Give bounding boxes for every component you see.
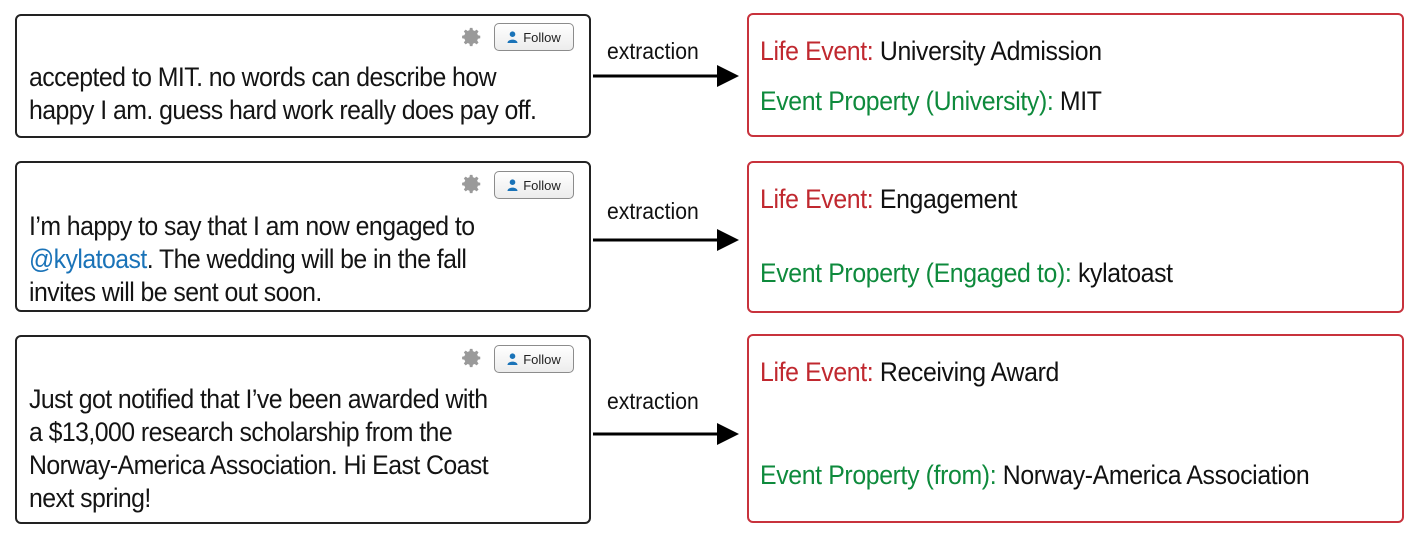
tweet-card-1: Follow accepted to MIT. no words can des… — [15, 14, 591, 138]
extraction-label: extraction — [607, 38, 699, 64]
gear-icon[interactable] — [461, 26, 483, 48]
life-event-value: University Admission — [879, 36, 1102, 66]
follow-label: Follow — [523, 29, 561, 45]
tweet-line: accepted to MIT. no words can describe h… — [29, 62, 497, 92]
person-icon — [507, 353, 518, 365]
life-event-value: Engagement — [879, 184, 1018, 214]
life-event-line: Life Event: Engagement — [760, 183, 1017, 215]
event-property-value: kylatoast — [1077, 258, 1173, 288]
arrow-right-icon — [593, 229, 739, 251]
life-event-line: Life Event: University Admission — [760, 35, 1102, 67]
tweet-line: @kylatoast. The wedding will be in the f… — [29, 243, 531, 276]
tweet-card-2: Follow I’m happy to say that I am now en… — [15, 161, 591, 312]
person-icon — [507, 31, 518, 43]
life-event-value: Receiving Award — [879, 357, 1059, 387]
tweet-card-3: Follow Just got notified that I’ve been … — [15, 335, 591, 524]
follow-button[interactable]: Follow — [494, 23, 574, 51]
tweet-line-rest: . The wedding will be in the fall — [146, 244, 467, 274]
tweet-line: next spring! — [29, 483, 151, 513]
extraction-label: extraction — [607, 198, 699, 224]
tweet-line: Norway-America Association. Hi East Coas… — [29, 450, 489, 480]
person-icon — [507, 179, 518, 191]
gear-icon[interactable] — [461, 173, 483, 195]
arrow-right-icon — [593, 65, 739, 87]
life-event-key: Life Event: — [760, 357, 874, 387]
event-property-key: Event Property (Engaged to): — [760, 258, 1072, 288]
tweet-text: Just got notified that I’ve been awarded… — [29, 383, 531, 515]
tweet-line: Just got notified that I’ve been awarded… — [29, 384, 488, 414]
follow-button[interactable]: Follow — [494, 345, 574, 373]
follow-button[interactable]: Follow — [494, 171, 574, 199]
tweet-text: accepted to MIT. no words can describe h… — [29, 61, 537, 127]
tweet-text: I’m happy to say that I am now engaged t… — [29, 210, 531, 309]
tweet-line: invites will be sent out soon. — [29, 277, 322, 307]
extraction-result-3: Life Event: Receiving Award Event Proper… — [747, 334, 1404, 523]
event-property-value: Norway-America Association — [1002, 460, 1310, 490]
life-event-key: Life Event: — [760, 36, 874, 66]
life-event-key: Life Event: — [760, 184, 874, 214]
event-property-line: Event Property (from): Norway-America As… — [760, 459, 1310, 491]
event-property-line: Event Property (University): MIT — [760, 85, 1102, 117]
mention-link[interactable]: @kylatoast — [29, 244, 147, 274]
tweet-line: I’m happy to say that I am now engaged t… — [29, 211, 475, 241]
event-property-key: Event Property (from): — [760, 460, 997, 490]
tweet-line: happy I am. guess hard work really does … — [29, 95, 537, 125]
event-property-key: Event Property (University): — [760, 86, 1054, 116]
extraction-result-1: Life Event: University Admission Event P… — [747, 13, 1404, 137]
life-event-line: Life Event: Receiving Award — [760, 356, 1059, 388]
extraction-label: extraction — [607, 388, 699, 414]
arrow-right-icon — [593, 423, 739, 445]
follow-label: Follow — [523, 351, 561, 367]
gear-icon[interactable] — [461, 347, 483, 369]
follow-label: Follow — [523, 177, 561, 193]
event-property-line: Event Property (Engaged to): kylatoast — [760, 257, 1173, 289]
extraction-result-2: Life Event: Engagement Event Property (E… — [747, 161, 1404, 313]
tweet-line: a $13,000 research scholarship from the — [29, 417, 453, 447]
event-property-value: MIT — [1059, 86, 1102, 116]
